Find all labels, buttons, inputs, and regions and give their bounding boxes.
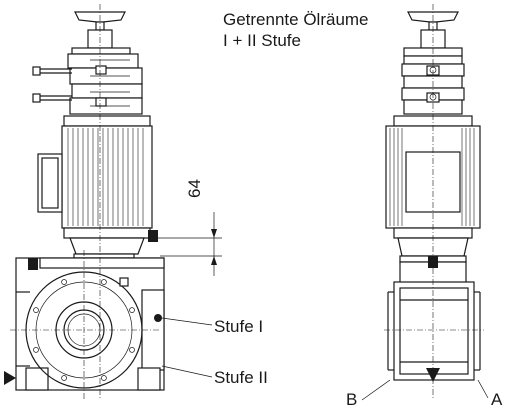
mark-a-label: A	[491, 390, 503, 409]
front-gearbox	[387, 256, 481, 382]
title-stage-range: I + II Stufe	[223, 31, 301, 50]
mark-b-label: B	[346, 390, 358, 409]
stage-2-label: Stufe II	[214, 368, 268, 387]
side-motor	[37, 115, 153, 259]
title-separate-oil-chambers: Getrennte Ölräume	[223, 10, 369, 29]
leader-lines	[161, 317, 489, 401]
front-view	[384, 4, 484, 400]
side-valve-stack	[67, 53, 143, 115]
dimension-64	[150, 212, 222, 276]
stage-1-label: Stufe I	[214, 317, 264, 336]
dimension-64-label: 64	[185, 179, 204, 198]
side-oil-pipes	[32, 66, 72, 103]
side-handwheel	[71, 11, 131, 55]
side-view	[4, 4, 165, 400]
